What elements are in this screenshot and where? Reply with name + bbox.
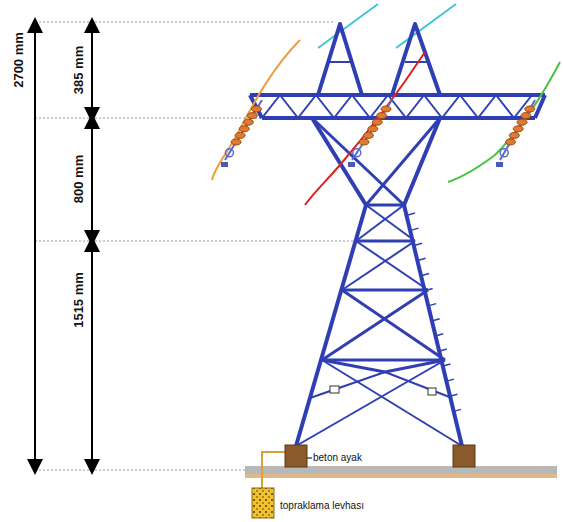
dimension-label: 1515 mm <box>71 272 86 328</box>
level-lines <box>35 22 360 470</box>
tower <box>250 24 545 446</box>
step-bolts <box>408 213 461 411</box>
conductors <box>212 40 560 205</box>
grounding-plate <box>252 488 274 518</box>
soil <box>245 474 557 478</box>
number-plate <box>428 388 436 395</box>
leader-line <box>307 458 312 459</box>
dimension-arrows <box>35 25 92 467</box>
concrete-footing <box>453 445 475 467</box>
insulators <box>221 100 535 167</box>
dimension-label: 2700 mm <box>11 32 26 88</box>
part-label: beton ayak <box>313 452 362 463</box>
concrete-footing <box>285 445 307 467</box>
dimension-label: 385 mm <box>71 46 86 94</box>
dimension-label: 800 mm <box>71 155 86 203</box>
warning-sign <box>330 386 339 393</box>
part-label: topraklama levhası <box>280 500 364 511</box>
